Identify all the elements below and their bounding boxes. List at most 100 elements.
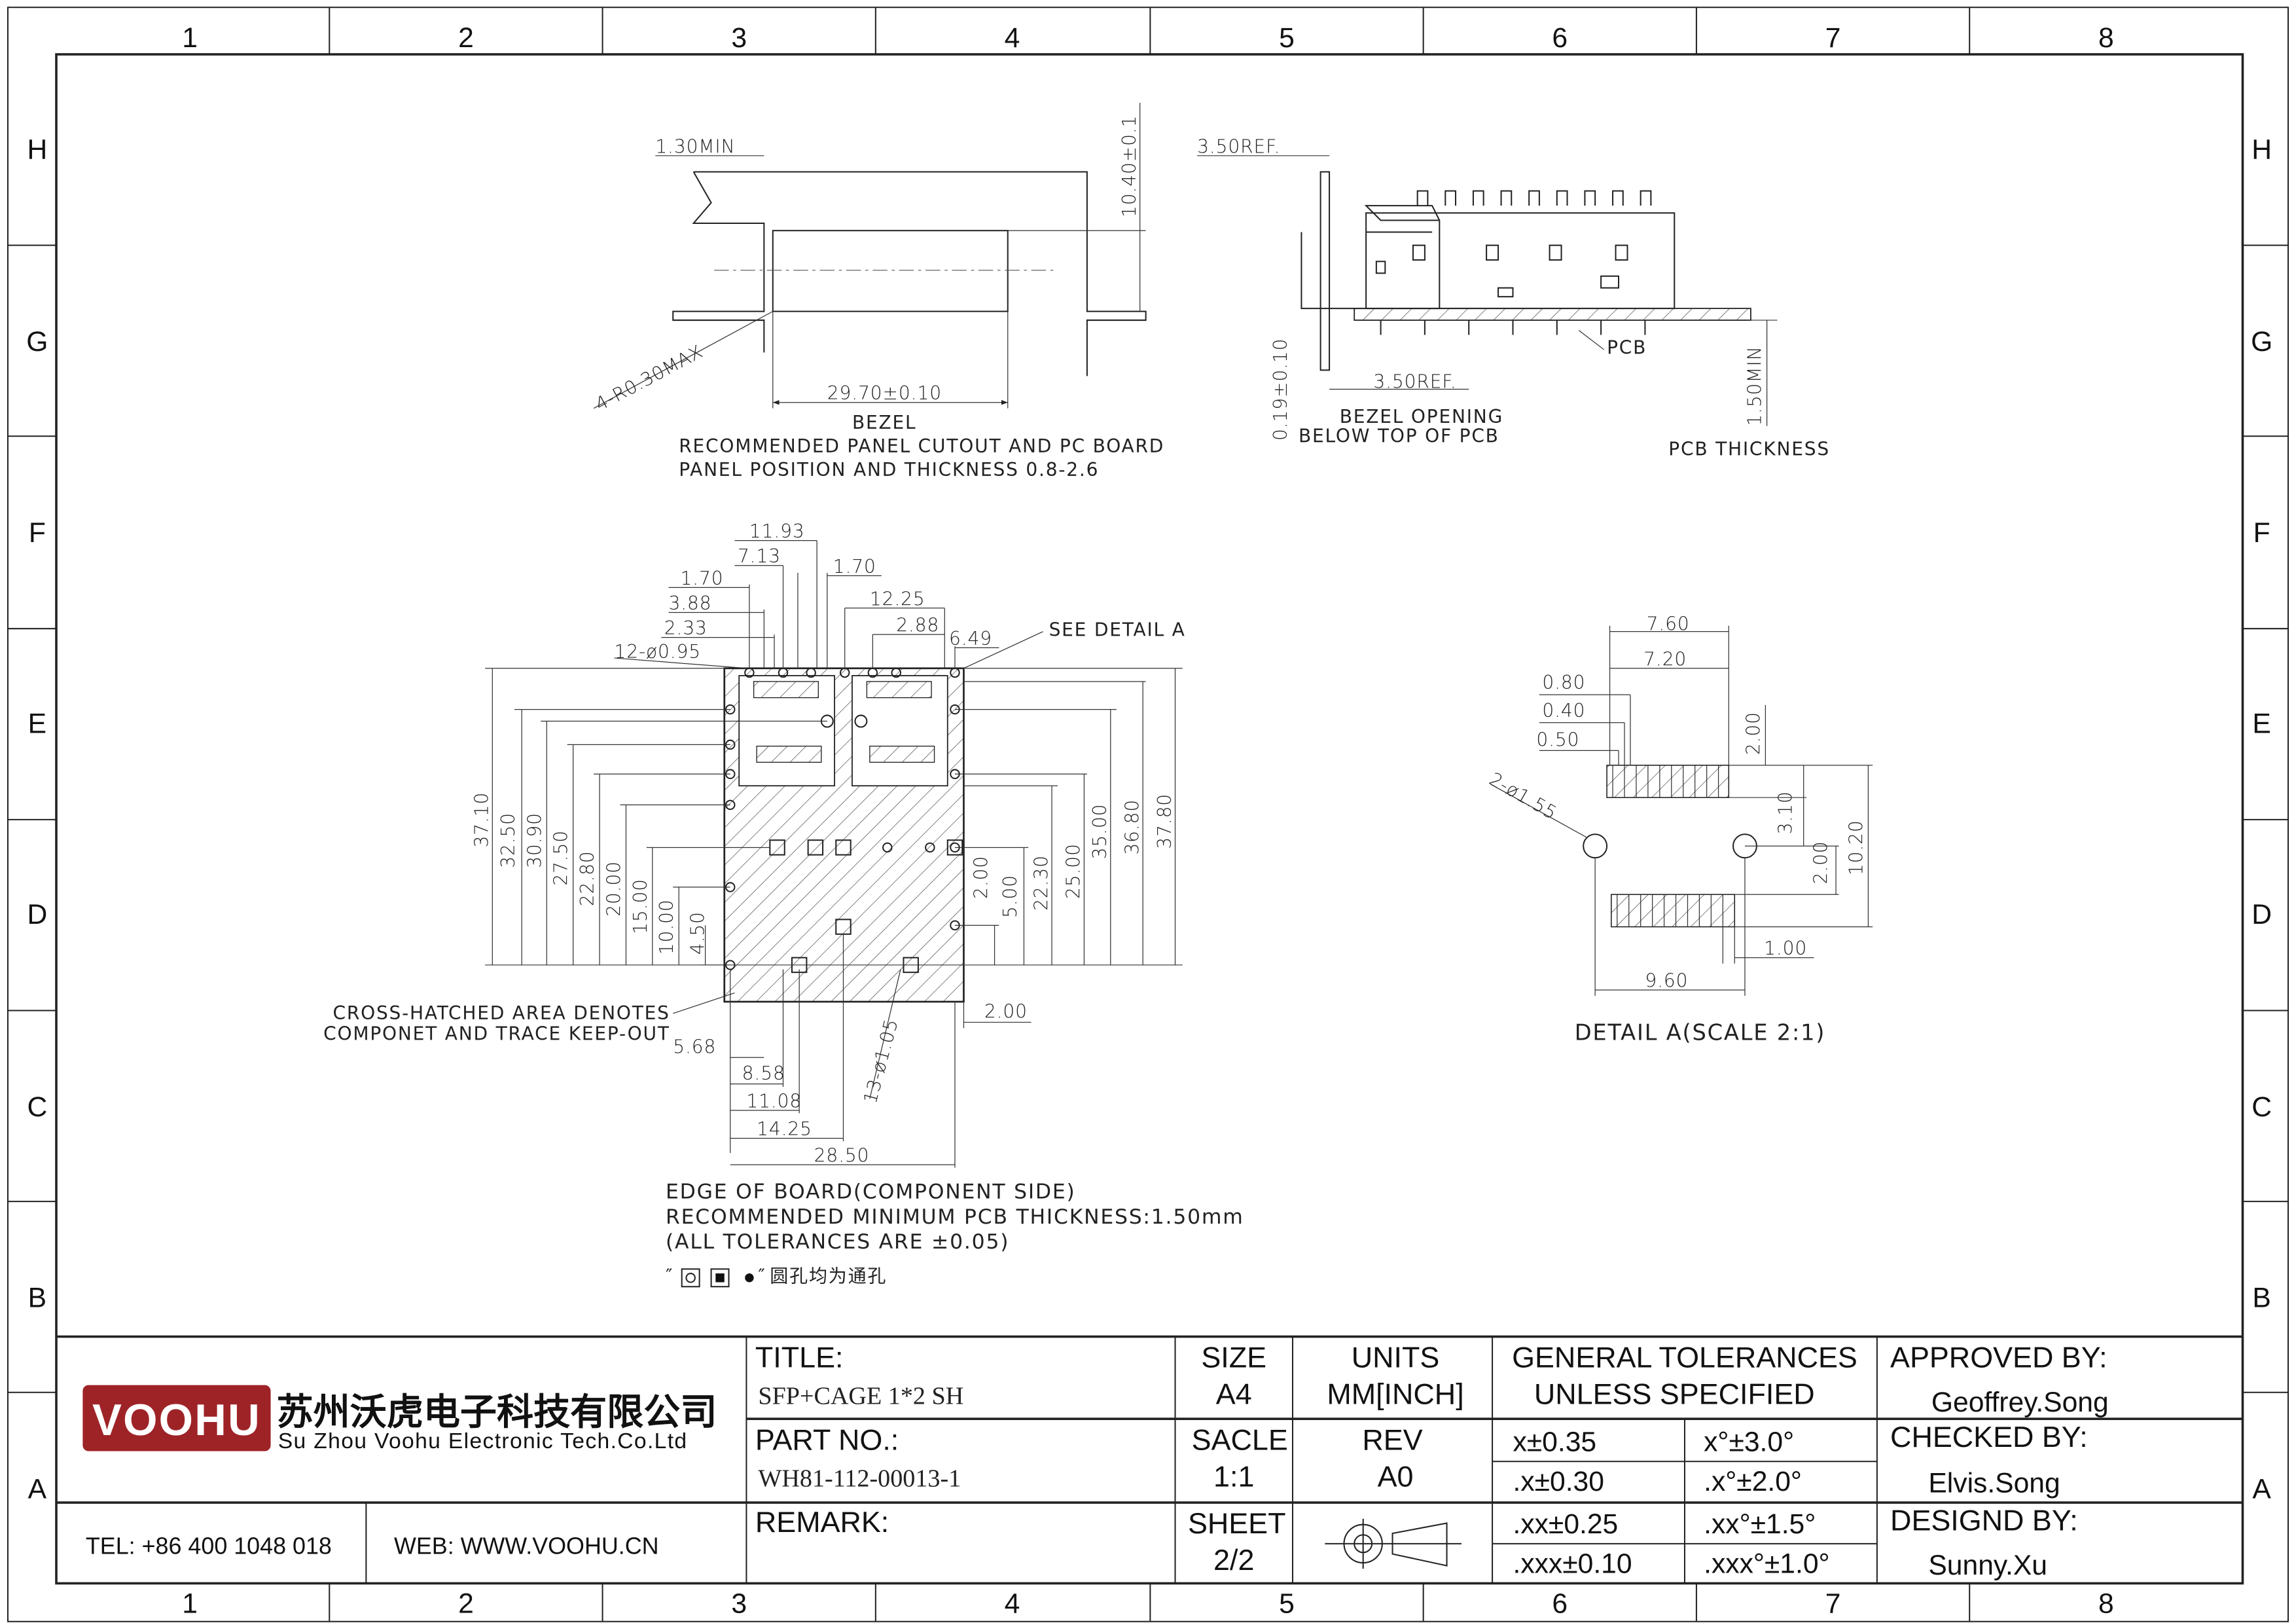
zone-col: 5 [1279, 22, 1295, 54]
dim-label: 7.20 [1643, 648, 1687, 670]
zone-row: G [2251, 326, 2272, 357]
tel: TEL: +86 400 1048 018 [86, 1533, 332, 1559]
rev-value: A0 [1378, 1459, 1414, 1493]
detail-caption: DETAIL A(SCALE 2:1) [1575, 1019, 1826, 1045]
zone-col: 8 [2098, 1588, 2114, 1619]
svg-text:″: ″ [666, 1266, 673, 1287]
scale-value: 1:1 [1213, 1459, 1254, 1493]
zone-row: H [2251, 134, 2272, 165]
zone-row: A [2252, 1473, 2271, 1504]
dim-label: 22.80 [577, 850, 598, 906]
dim-label: 0.19±0.10 [1270, 338, 1291, 441]
zone-row: C [2251, 1091, 2272, 1123]
dim-label: 2.33 [664, 617, 708, 639]
dim-label: 0.40 [1542, 700, 1585, 721]
dim-label: 3.88 [669, 593, 712, 614]
dim-label: 36.80 [1121, 799, 1143, 855]
dim-label: 4-R0.30MAX [592, 340, 707, 415]
zone-row: D [2251, 899, 2272, 930]
size-value: A4 [1216, 1377, 1252, 1411]
dim-label: 7.60 [1647, 613, 1690, 634]
designed-by-label: DESIGND BY: [1890, 1504, 2078, 1537]
tolerance-value: .xx°±1.5° [1704, 1508, 1816, 1540]
footprint-note: RECOMMENDED MINIMUM PCB THICKNESS:1.50mm [666, 1205, 1244, 1229]
svg-text:″: ″ [758, 1266, 766, 1287]
dim-label: 22.30 [1030, 855, 1052, 911]
zone-col: 7 [1825, 1588, 1841, 1619]
tolerance-header: GENERAL TOLERANCES [1512, 1341, 1857, 1374]
hole-note: 圆孔均为通孔 [770, 1266, 887, 1287]
dim-label: 28.50 [814, 1145, 870, 1167]
keepout-note: CROSS-HATCHED AREA DENOTES [332, 1002, 670, 1024]
dim-label: 1.00 [1764, 938, 1807, 959]
tolerance-value: .xxx±0.10 [1513, 1548, 1632, 1580]
part-no-label: PART NO.: [755, 1423, 899, 1456]
dim-label: 30.90 [524, 812, 545, 868]
footprint-note: (ALL TOLERANCES ARE ±0.05) [666, 1230, 1009, 1254]
keepout-note: COMPONET AND TRACE KEEP-OUT [323, 1023, 670, 1044]
dim-label: 32.50 [497, 812, 519, 868]
zone-col: 4 [1005, 22, 1020, 54]
dim-label: 0.80 [1542, 672, 1585, 693]
dim-label: 25.00 [1063, 843, 1085, 899]
zone-col: 3 [731, 1588, 747, 1619]
third-angle-projection-icon [1325, 1518, 1462, 1569]
zone-row: C [27, 1091, 47, 1123]
scale-label: SACLE [1192, 1423, 1288, 1456]
dim-label: 37.80 [1154, 793, 1175, 849]
side-note: BEZEL OPENING [1340, 406, 1503, 428]
zone-col: 1 [182, 1588, 198, 1619]
dim-label: 2.00 [970, 856, 992, 899]
tolerance-value: .x°±2.0° [1704, 1466, 1802, 1497]
zone-row: E [28, 708, 46, 739]
hole-legend: ″ ″ 圆孔均为通孔 [666, 1266, 887, 1288]
zone-row: A [28, 1473, 47, 1504]
dim-label: 0.50 [1536, 729, 1579, 751]
zone-row: B [2252, 1283, 2270, 1314]
dim-label: 27.50 [550, 830, 572, 886]
dim-label: 5.00 [999, 875, 1021, 918]
sheet-frame: 1 2 3 4 5 6 7 8 1 2 3 4 5 6 7 8 H G F E … [7, 7, 2289, 1622]
website-link[interactable]: WEB: WWW.VOOHU.CN [394, 1533, 659, 1559]
dim-label: 14.25 [757, 1118, 812, 1140]
dim-label: 10.40±0.1 [1119, 115, 1140, 217]
zone-row: D [27, 899, 47, 930]
dim-label: 2.00 [1742, 712, 1764, 755]
zone-col: 7 [1825, 22, 1841, 54]
title-block: VOOHU 苏州沃虎电子科技有限公司 Su Zhou Voohu Electro… [56, 1335, 2243, 1584]
zone-col: 8 [2098, 22, 2114, 54]
dim-label: 4.50 [687, 911, 708, 955]
zone-col: 6 [1552, 22, 1568, 54]
dim-label: 2-ø1.55 [1486, 768, 1561, 824]
zone-col: 5 [1279, 1588, 1295, 1619]
pcb-label: PCB [1607, 337, 1647, 359]
rev-label: REV [1362, 1423, 1422, 1456]
zone-col: 6 [1552, 1588, 1568, 1619]
title-value: SFP+CAGE 1*2 SH [758, 1383, 963, 1410]
dim-label: 5.68 [673, 1036, 716, 1058]
dim-label: 10.20 [1845, 820, 1867, 875]
remark-label: REMARK: [755, 1505, 889, 1539]
footprint-note: EDGE OF BOARD(COMPONENT SIDE) [666, 1180, 1076, 1204]
bezel-cutout-view: 1.30MIN 10.40±0.1 4-R0.30MAX 29.70±0.10 … [592, 103, 1163, 481]
bezel-note: PANEL POSITION AND THICKNESS 0.8-2.6 [679, 459, 1099, 481]
zone-row: B [28, 1283, 46, 1314]
dim-label: 29.70±0.10 [827, 382, 942, 404]
side-note: PCB THICKNESS [1668, 438, 1830, 460]
title-label: TITLE: [755, 1341, 844, 1374]
see-detail-label: SEE DETAIL A [1049, 619, 1186, 640]
sheet-value: 2/2 [1213, 1543, 1254, 1577]
dim-label: 1.70 [680, 568, 723, 589]
dim-label: 20.00 [603, 861, 624, 917]
units-label: UNITS [1352, 1341, 1440, 1374]
pcb-footprint-view: 11.93 7.13 1.70 1.70 3.88 2.33 12-ø0.95 … [323, 520, 1244, 1288]
tolerance-value: x±0.35 [1513, 1427, 1596, 1458]
zone-col: 2 [458, 22, 474, 54]
dim-label: 12-ø0.95 [615, 641, 702, 663]
company-name-en: Su Zhou Voohu Electronic Tech.Co.Ltd [278, 1429, 688, 1453]
dim-label: 35.00 [1089, 804, 1111, 860]
zone-col: 3 [731, 22, 747, 54]
approved-by-label: APPROVED BY: [1890, 1341, 2108, 1374]
zone-row: H [27, 134, 47, 165]
company-logo: VOOHU [82, 1385, 271, 1451]
